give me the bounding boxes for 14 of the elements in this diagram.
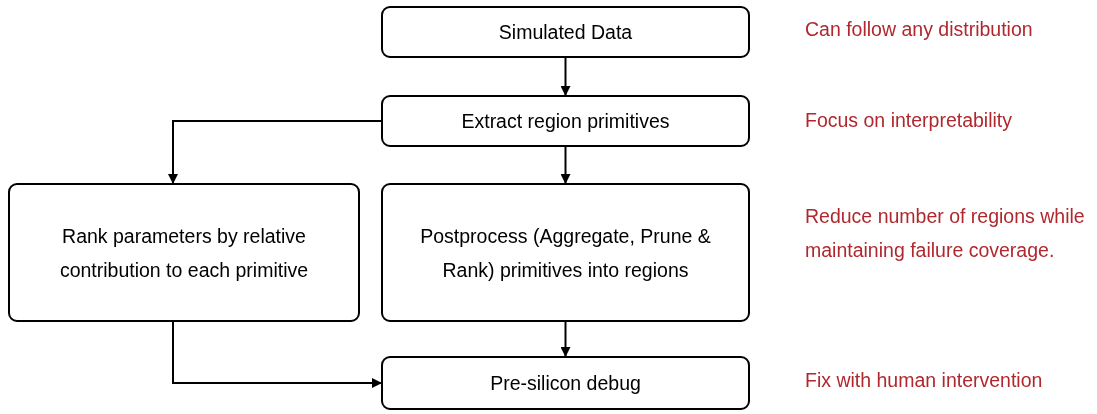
- process-box: Postprocess (Aggregate, Prune & Rank) primitives into regions: [381, 183, 750, 322]
- annotation-note: Reduce number of regions while maintaining failure coverage.: [805, 204, 1086, 263]
- process-box: Pre-silicon debug: [381, 356, 750, 410]
- annotation-note: Can follow any distribution: [805, 17, 1034, 42]
- arrow: [172, 321, 382, 388]
- annotation-note: Fix with human intervention: [805, 368, 1044, 393]
- arrow: [168, 120, 382, 184]
- arrow: [560, 57, 571, 96]
- process-box: Rank parameters by relative contribution to each primitive: [8, 183, 360, 322]
- process-box: Extract region primitives: [381, 95, 750, 147]
- arrow: [560, 146, 571, 184]
- annotation-note: Focus on interpretability: [805, 108, 1014, 133]
- process-box: Simulated Data: [381, 6, 750, 58]
- arrow: [560, 321, 571, 357]
